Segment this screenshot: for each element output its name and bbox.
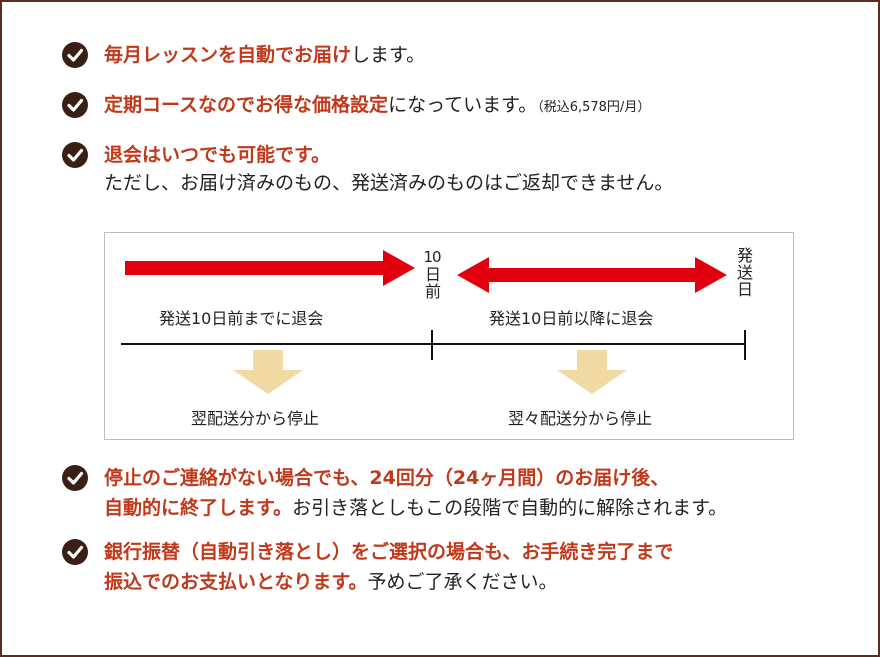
left-result-label: 翌配送分から停止 [191,409,320,428]
item-2-highlight: 定期コースなのでお得な価格設定 [104,94,389,116]
item-5-highlight-2: 振込でのお支払いとなります。 [104,571,368,593]
right-down-arrow [557,350,627,394]
item-4-highlight: 停止のご連絡がない場合でも、24回分（24ヶ月間）のお届け後、 [104,467,670,489]
check-icon [62,142,88,168]
left-down-arrow [233,350,303,394]
check-icon [62,42,88,68]
item-2-price-note: （税込6,578円/月） [537,100,651,115]
timeline-graphic [121,250,746,394]
left-period-label: 発送10日前までに退会 [159,309,324,328]
item-1-text: します。 [351,44,426,66]
left-red-arrow [125,250,415,286]
item-4-text: お引き落としもこの段階で自動的に解除されます。 [292,497,728,519]
item-4-highlight-2: 自動的に終了します。 [104,497,293,519]
check-icon [62,539,88,565]
check-icon [62,92,88,118]
marker-ship-day: 発 送 日 [736,246,753,299]
marker-10-days-before: 10 日 前 [423,248,441,301]
item-5-highlight: 銀行振替（自動引き落とし）をご選択の場合も、お手続き完了まで [104,541,674,563]
item-1-highlight: 毎月レッスンを自動でお届け [104,44,352,66]
right-period-label: 発送10日前以降に退会 [489,309,654,328]
cancellation-timeline-diagram: 10 日 前 発 送 日 発送10日前までに退会 発送10日前以降に退会 翌配送… [104,232,794,440]
item-3-text: ただし、お届け済みのもの、発送済みのものはご返却できません。 [104,172,674,194]
item-2-text: になっています。 [388,94,538,116]
item-3-highlight: 退会はいつでも可能です。 [104,144,331,166]
right-result-label: 翌々配送分から停止 [508,409,653,428]
right-double-arrow [457,257,727,293]
item-5-text: 予めご了承ください。 [367,571,558,593]
check-icon [62,465,88,491]
